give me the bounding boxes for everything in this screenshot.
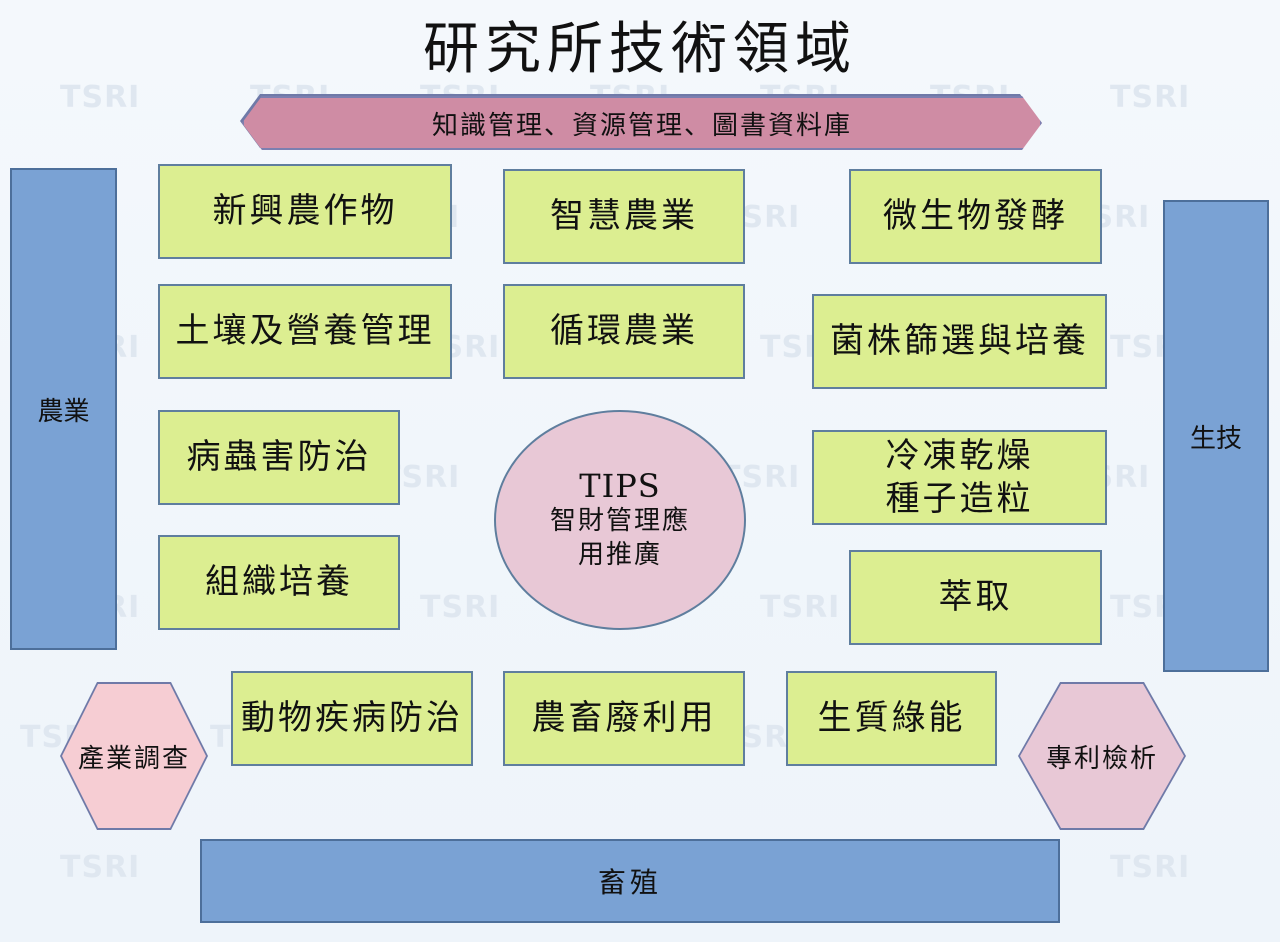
right-hexagon-label: 專利檢析 — [1020, 684, 1184, 828]
left-hexagon-label: 產業調查 — [62, 684, 206, 828]
page-title: 研究所技術領域 — [423, 17, 857, 82]
box-soil-nutrition: 土壤及營養管理 — [158, 284, 452, 379]
left-bar-label: 農業 — [37, 396, 90, 427]
center-title: TIPS — [579, 467, 661, 506]
box-tissue-culture: 組織培養 — [158, 535, 400, 630]
box-new-crops: 新興農作物 — [158, 164, 452, 259]
right-hexagon: 專利檢析 — [1018, 682, 1186, 830]
box-biomass-energy: 生質綠能 — [786, 671, 997, 766]
center-circle-tips: TIPS 智財管理應用推廣 — [494, 410, 746, 630]
box-freeze-dry-seed: 冷凍乾燥 種子造粒 — [812, 430, 1107, 525]
bottom-bar-livestock: 畜殖 — [200, 839, 1060, 923]
box-extraction: 萃取 — [849, 550, 1102, 645]
box-circular-agriculture: 循環農業 — [503, 284, 745, 379]
box-animal-disease: 動物疾病防治 — [231, 671, 473, 766]
top-banner: 知識管理、資源管理、圖書資料庫 — [242, 96, 1042, 150]
seed-pellet-label: 種子造粒 — [885, 478, 1034, 519]
watermark-text: TSRI — [760, 590, 841, 625]
box-strain-screening: 菌株篩選與培養 — [812, 294, 1107, 389]
right-bar-biotech: 生技 — [1163, 200, 1269, 672]
box-microbe-fermentation: 微生物發酵 — [849, 169, 1102, 264]
left-bar-agriculture: 農業 — [10, 168, 117, 650]
box-smart-agriculture: 智慧農業 — [503, 169, 745, 264]
freeze-dry-label: 冷凍乾燥 — [885, 436, 1034, 476]
watermark-text: TSRI — [420, 590, 501, 625]
watermark-text: TSRI — [1110, 850, 1191, 885]
center-subtitle: 智財管理應用推廣 — [549, 506, 690, 570]
box-livestock-waste: 農畜廢利用 — [503, 671, 745, 766]
watermark-text: TSRI — [1110, 80, 1191, 115]
right-bar-label: 生技 — [1189, 423, 1242, 454]
left-hexagon: 產業調查 — [60, 682, 208, 830]
watermark-text: TSRI — [60, 80, 141, 115]
watermark-text: TSRI — [60, 850, 141, 885]
box-pest-control: 病蟲害防治 — [158, 410, 400, 505]
